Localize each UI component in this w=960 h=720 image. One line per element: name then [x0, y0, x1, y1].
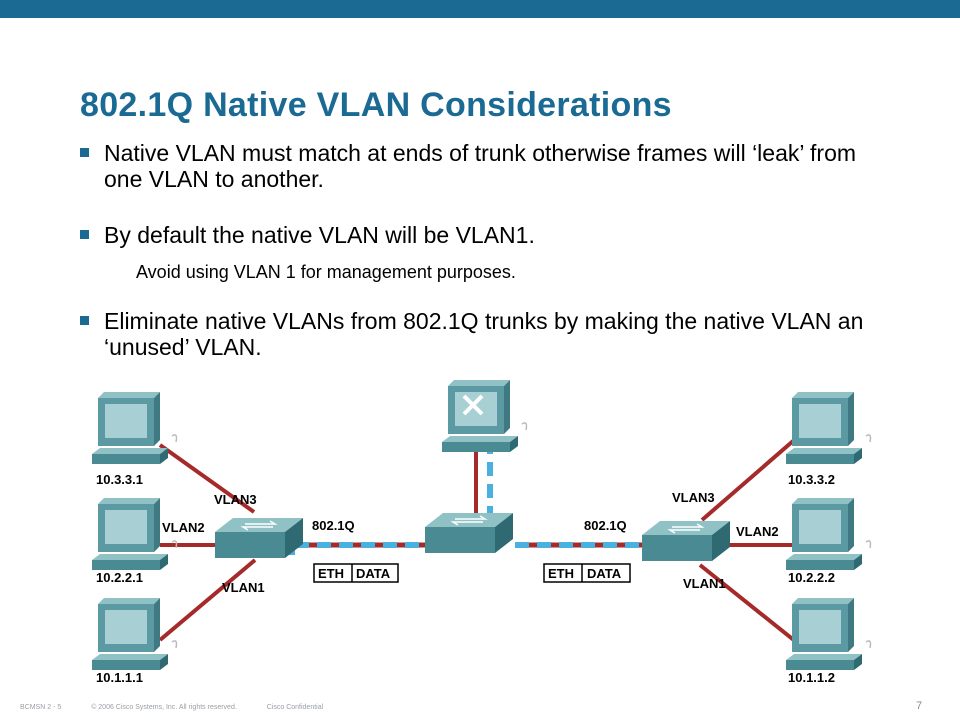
square-bullet-icon — [80, 148, 89, 157]
right-host-ip-1: 10.3.3.2 — [788, 472, 835, 487]
left-frame-box: ETH DATA — [313, 563, 399, 583]
left-vlan-links — [158, 443, 257, 642]
center-switch-icon — [424, 512, 514, 554]
right-trunk-label: 802.1Q — [584, 518, 627, 533]
page-number: 7 — [916, 700, 923, 712]
top-banner — [0, 0, 960, 18]
management-pc — [441, 379, 528, 453]
footer-copyright: © 2006 Cisco Systems, Inc. All rights re… — [91, 704, 237, 711]
right-vlan-links — [698, 433, 802, 647]
bullet-2-text: By default the native VLAN will be VLAN1… — [104, 222, 535, 248]
right-pc-vlan3-icon — [785, 391, 872, 465]
right-vlan1-label: VLAN1 — [683, 576, 726, 591]
left-trunk-label: 802.1Q — [312, 518, 355, 533]
slide-title: 802.1Q Native VLAN Considerations — [80, 86, 672, 124]
left-pc-vlan3-icon — [91, 391, 178, 465]
left-host-ip-3: 10.1.1.1 — [96, 670, 143, 685]
left-switch-icon — [214, 517, 304, 559]
left-vlan1-label: VLAN1 — [222, 580, 265, 595]
blocked-x-icon — [462, 394, 484, 416]
left-frame-eth: ETH — [318, 566, 344, 581]
bullet-2: By default the native VLAN will be VLAN1… — [80, 222, 880, 248]
right-host-ip-2: 10.2.2.2 — [788, 570, 835, 585]
right-pc-vlan2-icon — [785, 497, 872, 571]
right-host-ip-3: 10.1.1.2 — [788, 670, 835, 685]
right-frame-eth: ETH — [548, 566, 574, 581]
bullet-3: Eliminate native VLANs from 802.1Q trunk… — [80, 308, 880, 360]
left-host-ip-2: 10.2.2.1 — [96, 570, 143, 585]
bullet-3-text: Eliminate native VLANs from 802.1Q trunk… — [104, 308, 864, 360]
vlan-trunk-diagram: 10.3.3.1 10.2.2.1 10.1.1.1 10.3.3.2 10.2… — [91, 379, 872, 685]
management-pc-icon — [441, 379, 528, 453]
right-vlan3-label: VLAN3 — [672, 490, 715, 505]
left-vlan3-label: VLAN3 — [214, 492, 257, 507]
bullet-1-text: Native VLAN must match at ends of trunk … — [104, 140, 857, 192]
left-vlan2-label: VLAN2 — [162, 520, 205, 535]
right-frame-data: DATA — [587, 566, 622, 581]
left-pc-vlan1-icon — [91, 597, 178, 671]
left-host-ip-1: 10.3.3.1 — [96, 472, 143, 487]
left-frame-data: DATA — [356, 566, 391, 581]
footer-course: BCMSN 2 - 5 — [20, 704, 62, 711]
footer: BCMSN 2 - 5 © 2006 Cisco Systems, Inc. A… — [20, 704, 351, 711]
footer-confidential: Cisco Confidential — [266, 704, 324, 711]
square-bullet-icon — [80, 316, 89, 325]
sub-bullet: Avoid using VLAN 1 for management purpos… — [136, 262, 516, 282]
right-pc-vlan1-icon — [785, 597, 872, 671]
square-bullet-icon — [80, 230, 89, 239]
right-switch-icon — [641, 520, 731, 562]
right-frame-box: ETH DATA — [543, 563, 631, 583]
right-vlan2-label: VLAN2 — [736, 524, 779, 539]
bullet-1: Native VLAN must match at ends of trunk … — [80, 140, 880, 192]
